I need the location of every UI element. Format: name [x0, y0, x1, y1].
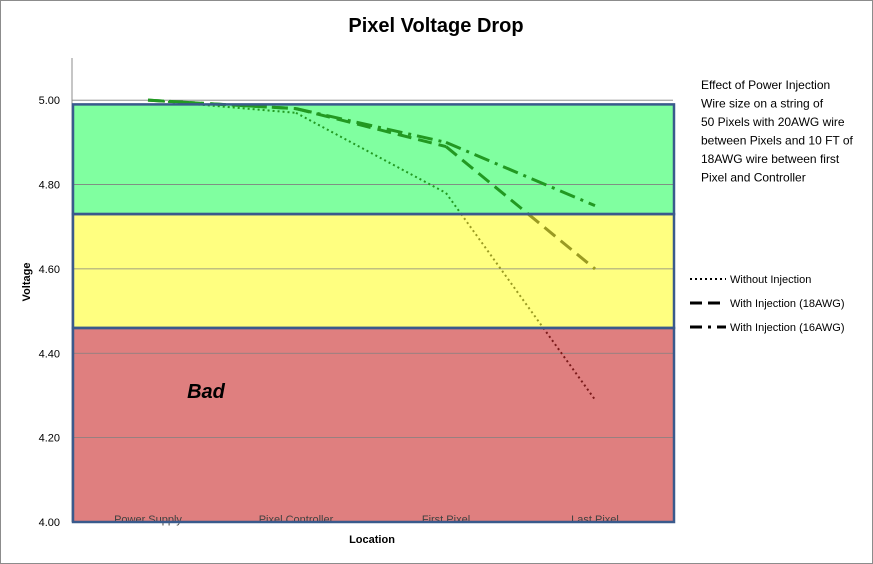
series-segment [295, 107, 447, 149]
chart-title: Pixel Voltage Drop [348, 15, 523, 37]
y-tick-label: 4.60 [39, 264, 60, 276]
annotation-line: Pixel and Controller [701, 171, 806, 185]
annotation-line: 18AWG wire between first [701, 152, 840, 166]
y-tick-labels: 4.00 4.20 4.40 4.60 4.80 5.00 [39, 95, 60, 529]
series-segment [445, 145, 530, 216]
series-without-injection [147, 99, 596, 401]
series-segment [460, 213, 545, 329]
x-category-label: Last Pixel [571, 514, 619, 526]
annotation-line: 50 Pixels with 20AWG wire [701, 115, 845, 129]
x-category-label: Pixel Controller [259, 514, 334, 526]
legend-entry: With Injection (18AWG) [730, 298, 845, 310]
zone-borders [71, 103, 676, 524]
zone-bad-border [71, 326, 676, 524]
legend-entry: With Injection (16AWG) [730, 322, 845, 334]
annotation-line: between Pixels and 10 FT of [701, 134, 854, 148]
y-tick-label: 4.40 [39, 348, 60, 360]
zone-warning [72, 214, 673, 328]
y-tick-label: 4.80 [39, 180, 60, 192]
y-axis-title: Voltage [21, 263, 33, 302]
series-segment [445, 140, 596, 208]
series-segment [295, 111, 447, 194]
voltage-zones [72, 104, 673, 522]
series-segment [295, 107, 447, 144]
x-category-label: Power Supply [114, 514, 182, 526]
series-segment [445, 192, 463, 215]
x-axis-title: Location [349, 534, 395, 546]
legend-entry: Without Injection [730, 274, 811, 286]
y-tick-label: 5.00 [39, 95, 60, 107]
annotation-line: Wire size on a string of [701, 97, 824, 111]
zone-good [72, 104, 673, 215]
bad-zone-label: Bad [187, 381, 226, 403]
annotation-line: Effect of Power Injection [701, 78, 830, 92]
zone-bad [72, 327, 673, 522]
series-segment [527, 212, 596, 271]
y-tick-label: 4.20 [39, 433, 60, 445]
x-category-label: First Pixel [422, 514, 470, 526]
y-tick-label: 4.00 [39, 517, 60, 529]
